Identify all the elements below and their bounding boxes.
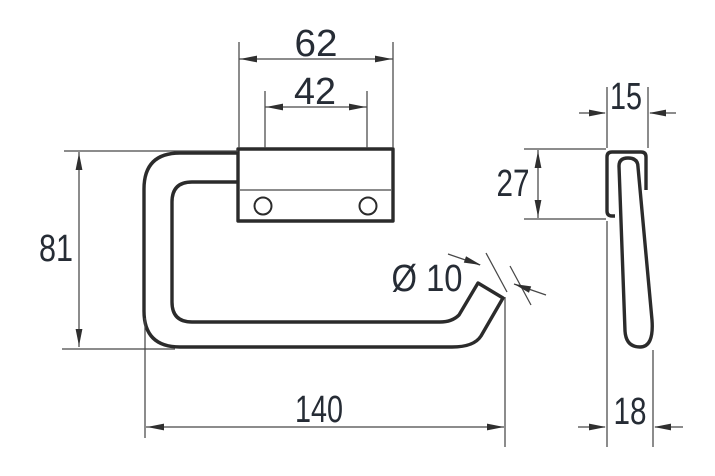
dim-62-group: 62 xyxy=(238,23,394,148)
side-strip-profile xyxy=(617,156,654,349)
arrow-icon xyxy=(75,153,83,170)
arrow-icon xyxy=(654,423,671,431)
dim-27-group: 27 xyxy=(497,148,606,220)
arrow-icon xyxy=(589,423,606,431)
dim-140-group: 140 xyxy=(144,297,506,447)
arrow-icon xyxy=(589,109,606,117)
dim-label-15: 15 xyxy=(610,76,642,118)
screw-hole-left xyxy=(253,196,273,216)
arrow-icon xyxy=(487,423,504,431)
arrow-icon xyxy=(534,151,542,168)
mounting-plate xyxy=(236,147,395,223)
arrow-icon xyxy=(463,256,483,269)
dim-15-group: 15 xyxy=(579,76,676,148)
extension-line xyxy=(485,252,508,293)
dim-label-81: 81 xyxy=(39,228,73,270)
arrow-icon xyxy=(649,109,666,117)
side-plate-profile xyxy=(605,150,648,218)
dim-label-140: 140 xyxy=(295,389,343,431)
arrow-icon xyxy=(512,280,532,293)
arrow-icon xyxy=(375,55,392,63)
front-view xyxy=(142,147,505,349)
dim-label-27: 27 xyxy=(497,163,530,205)
arrow-icon xyxy=(266,103,283,111)
dim-label-62: 62 xyxy=(295,23,338,65)
arrow-icon xyxy=(349,103,366,111)
bar-outline xyxy=(142,151,505,349)
dim-label-42: 42 xyxy=(294,71,336,113)
screw-hole-right xyxy=(358,196,378,216)
arrow-icon xyxy=(147,423,164,431)
dim-diameter-group: Ø 10 xyxy=(392,252,547,306)
side-view xyxy=(605,150,654,349)
dim-81-group: 81 xyxy=(39,150,238,350)
dim-label-18: 18 xyxy=(614,391,647,433)
arrow-icon xyxy=(240,55,257,63)
arrow-icon xyxy=(75,329,83,346)
dim-18-group: 18 xyxy=(578,221,683,447)
arrow-icon xyxy=(534,200,542,217)
dim-42-group: 42 xyxy=(264,71,368,148)
dim-label-diameter: Ø 10 xyxy=(392,258,463,300)
